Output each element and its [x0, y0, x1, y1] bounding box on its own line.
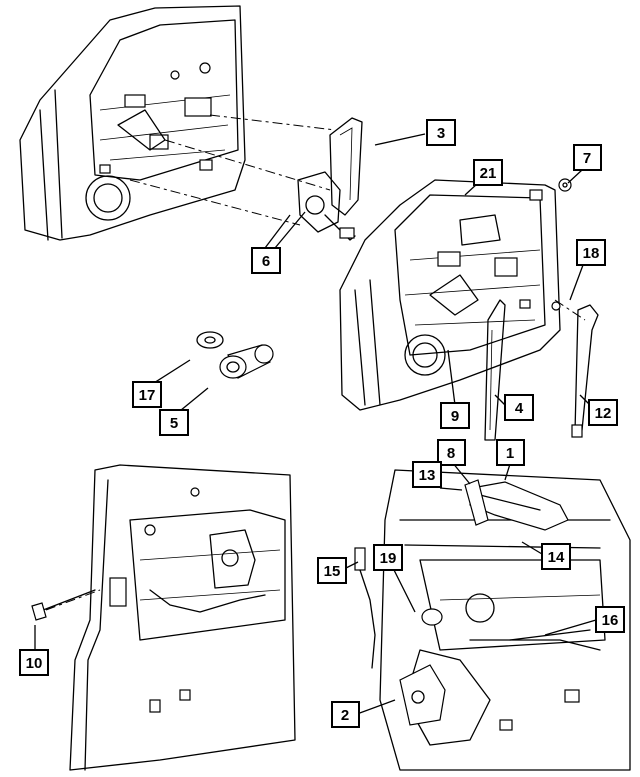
svg-text:13: 13: [419, 467, 436, 484]
leader-lines: [34, 133, 597, 715]
callout-19: 19: [373, 544, 403, 571]
callout-21: 21: [473, 159, 503, 186]
callout-5: 5: [159, 409, 189, 436]
svg-text:6: 6: [262, 253, 270, 270]
callout-14: 14: [541, 543, 571, 570]
assembly-line-2: [129, 179, 301, 226]
callout-17: 17: [132, 381, 162, 408]
callout-9: 9: [440, 402, 470, 429]
svg-text:12: 12: [595, 405, 612, 422]
svg-text:7: 7: [583, 150, 591, 167]
callout-12: 12: [588, 399, 618, 426]
glass-run-part-12: [571, 304, 599, 438]
nut-part-7: [558, 178, 572, 192]
callout-7: 7: [573, 144, 602, 171]
svg-text:21: 21: [480, 165, 497, 182]
rod-part-15: [354, 547, 376, 669]
screw-part-18: [551, 301, 561, 311]
svg-text:5: 5: [170, 415, 178, 432]
window-motor-part-6: [297, 171, 356, 241]
svg-text:3: 3: [437, 125, 445, 142]
callout-8: 8: [437, 439, 466, 466]
svg-text:16: 16: [602, 612, 619, 629]
callout-3: 3: [426, 119, 456, 146]
assembly-line-1: [164, 139, 331, 191]
glass-channel-part-4: [484, 299, 506, 441]
bushing-part-5: [219, 344, 274, 379]
svg-text:15: 15: [324, 563, 341, 580]
callout-2: 2: [331, 701, 360, 728]
bolt-part-10: [31, 589, 101, 621]
grommet-part-19: [421, 608, 443, 626]
svg-text:19: 19: [380, 550, 397, 567]
callout-4: 4: [504, 394, 534, 421]
svg-text:8: 8: [447, 445, 455, 462]
washer-part-17: [196, 331, 224, 349]
latch-part-2: [399, 664, 446, 726]
svg-text:1: 1: [506, 445, 514, 462]
callout-18: 18: [576, 239, 606, 266]
callout-15: 15: [317, 557, 347, 584]
assembly-line-3: [209, 114, 336, 131]
callout-1: 1: [496, 439, 525, 466]
callout-16: 16: [595, 606, 625, 633]
regulator-channel-part-3: [329, 117, 363, 216]
link-rod-part-16: [509, 629, 591, 641]
callout-6: 6: [251, 247, 281, 274]
assembly-line-4: [554, 299, 586, 321]
door-panel-lower-left: [69, 464, 296, 771]
handle-bezel-part-8: [464, 479, 489, 526]
svg-text:2: 2: [341, 707, 349, 724]
svg-text:14: 14: [548, 549, 565, 566]
svg-text:9: 9: [451, 408, 459, 425]
svg-text:17: 17: [139, 387, 156, 404]
svg-text:10: 10: [26, 655, 43, 672]
svg-text:18: 18: [583, 245, 600, 262]
door-panel-upper-left: [19, 5, 246, 241]
callout-10: 10: [19, 649, 49, 676]
door-panel-right: [339, 179, 561, 411]
callout-13: 13: [412, 461, 442, 488]
svg-text:4: 4: [515, 400, 524, 417]
